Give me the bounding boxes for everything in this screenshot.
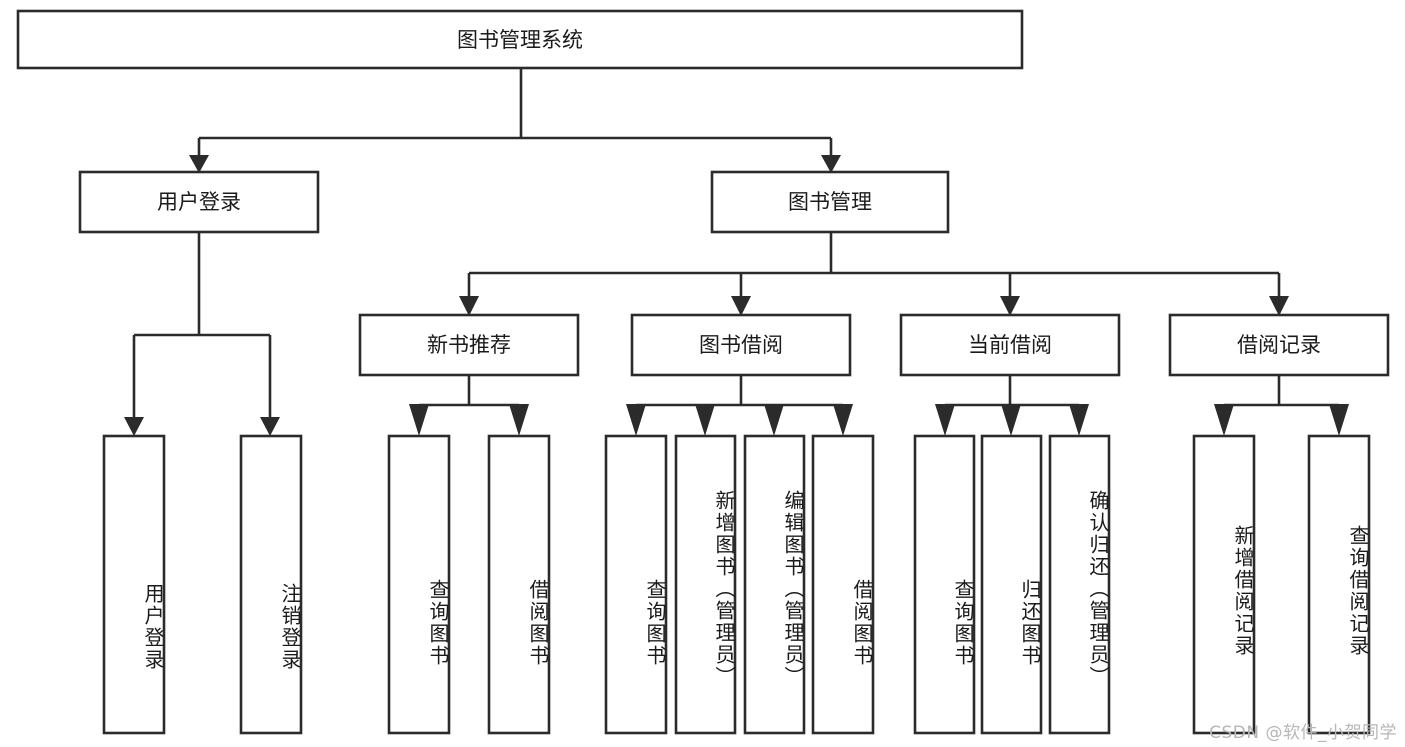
arrow-head-leaf-query-record <box>1329 404 1349 436</box>
arrow-head-leaf-return-book <box>1001 404 1021 436</box>
node-current-borrow-box[interactable] <box>899 313 1121 377</box>
node-leaf-borrow-book-2-box[interactable] <box>811 434 875 735</box>
arrow-head-user-login <box>189 155 209 173</box>
arrow-head-leaf-borrow-book-2 <box>833 404 853 436</box>
arrow-head-leaf-add-record <box>1214 404 1234 436</box>
node-borrow-record-box[interactable] <box>1168 313 1390 377</box>
arrow-head-borrow-record <box>1269 296 1289 316</box>
node-leaf-query-book-2-box[interactable] <box>604 434 668 735</box>
node-book-borrow-box[interactable] <box>630 313 852 377</box>
node-book-borrow[interactable]: 图书借阅 <box>630 313 852 377</box>
node-borrow-record-label: 借阅记录 <box>1237 333 1321 357</box>
node-leaf-query-book-1-box[interactable] <box>387 434 451 735</box>
arrow-head-leaf-add-book <box>695 404 715 436</box>
arrow-head-leaf-confirm-return <box>1069 404 1089 436</box>
node-leaf-add-book-box[interactable] <box>674 434 737 735</box>
connectors-layer <box>124 68 1349 436</box>
arrow-head-leaf-borrow-book-1 <box>509 404 529 436</box>
node-root-label: 图书管理系统 <box>457 28 583 52</box>
node-borrow-record[interactable]: 借阅记录 <box>1168 313 1390 377</box>
arrow-head-leaf-query-book-2 <box>626 404 646 436</box>
arrow-head-new-book-recommend <box>459 296 479 316</box>
node-new-book-recommend-box[interactable] <box>358 313 580 377</box>
node-book-management-label: 图书管理 <box>788 190 872 214</box>
node-user-login-box[interactable] <box>78 170 320 234</box>
node-leaf-query-record-box[interactable] <box>1307 434 1371 735</box>
arrow-head-leaf-edit-book <box>764 404 784 436</box>
node-root-box[interactable] <box>16 9 1024 70</box>
node-leaf-user-login-box[interactable] <box>102 434 166 735</box>
arrow-head-book-borrow <box>731 296 751 316</box>
nodes-layer: 图书管理系统 用户登录 图书管理 新书推荐 图书借阅 当前 <box>16 9 1390 735</box>
arrow-head-leaf-query-book-1 <box>409 404 429 436</box>
node-book-borrow-label: 图书借阅 <box>699 333 783 357</box>
node-current-borrow[interactable]: 当前借阅 <box>899 313 1121 377</box>
arrow-head-current-borrow <box>1000 296 1020 316</box>
arrow-head-leaf-query-book-3 <box>935 404 955 436</box>
node-new-book-recommend[interactable]: 新书推荐 <box>358 313 580 377</box>
node-leaf-add-record-box[interactable] <box>1192 434 1256 735</box>
node-book-management[interactable]: 图书管理 <box>710 170 950 234</box>
csdn-watermark: CSDN @软件_小贺同学 <box>1209 723 1397 743</box>
node-root[interactable]: 图书管理系统 <box>16 9 1024 70</box>
node-leaf-logout-box[interactable] <box>239 434 303 735</box>
node-user-login[interactable]: 用户登录 <box>78 170 320 234</box>
node-current-borrow-label: 当前借阅 <box>968 333 1052 357</box>
arrow-head-book-management <box>821 155 841 173</box>
node-leaf-edit-book-box[interactable] <box>743 434 806 735</box>
node-leaf-query-book-3-box[interactable] <box>913 434 976 735</box>
node-leaf-confirm-return-box[interactable] <box>1048 434 1111 735</box>
node-book-management-box[interactable] <box>710 170 950 234</box>
arrow-head-leaf-logout <box>260 417 280 436</box>
arrow-head-leaf-user-login <box>124 417 144 436</box>
node-new-book-recommend-label: 新书推荐 <box>427 333 511 357</box>
node-leaf-return-book-box[interactable] <box>980 434 1043 735</box>
node-user-login-label: 用户登录 <box>157 190 241 214</box>
node-leaf-borrow-book-1-box[interactable] <box>487 434 551 735</box>
